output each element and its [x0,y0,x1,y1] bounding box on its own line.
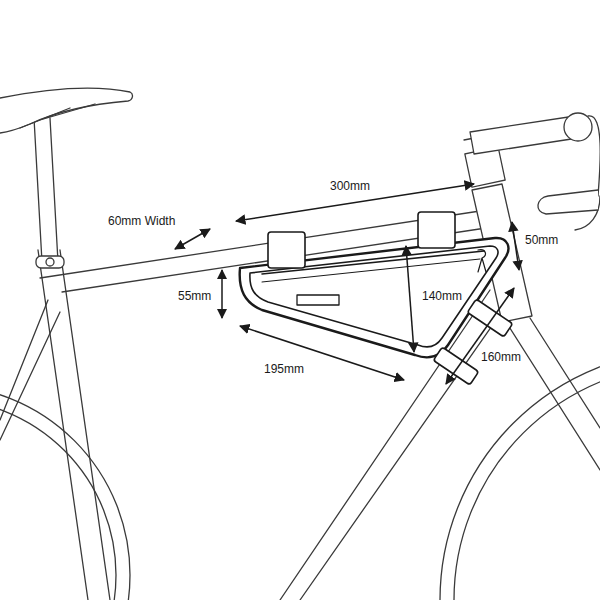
seat-tube [60,250,110,600]
velcro-strap [467,299,512,337]
velcro-strap [268,232,305,268]
dimension-arrow [240,326,404,380]
bag-logo-patch [297,295,339,305]
fork [508,318,600,470]
saddle [0,88,132,133]
brake-hood [538,190,598,214]
velcro-strap [418,212,455,248]
zipper-pull [478,250,486,272]
front-rim [454,364,600,600]
dimension-label: 140mm [420,289,464,303]
rear-rim [0,399,116,600]
seat-tube [38,250,88,600]
rear-tyre [0,385,130,600]
dimension-label: 50mm [523,233,560,247]
dimension-arrow [175,229,210,249]
dimension-arrow [406,246,414,352]
handlebar [575,116,600,230]
stem [470,116,578,154]
seat-clamp-bolt [46,258,54,266]
dimension-label: 160mm [479,350,523,364]
seat-stay [0,312,60,440]
dimension-label: 300mm [328,179,372,193]
seatpost [34,118,58,262]
velcro-strap [433,347,478,385]
dimension-arrow [221,270,223,318]
dimension-arrow [512,222,519,270]
front-tyre [440,350,600,600]
dimension-label: 60mm Width [106,214,177,228]
bar-clamp [564,113,592,141]
saddle-rails [20,104,95,128]
dimension-label: 195mm [262,362,306,376]
seat-clamp [36,256,64,268]
dimension-label: 55mm [176,289,213,303]
seat-stay [0,300,48,420]
